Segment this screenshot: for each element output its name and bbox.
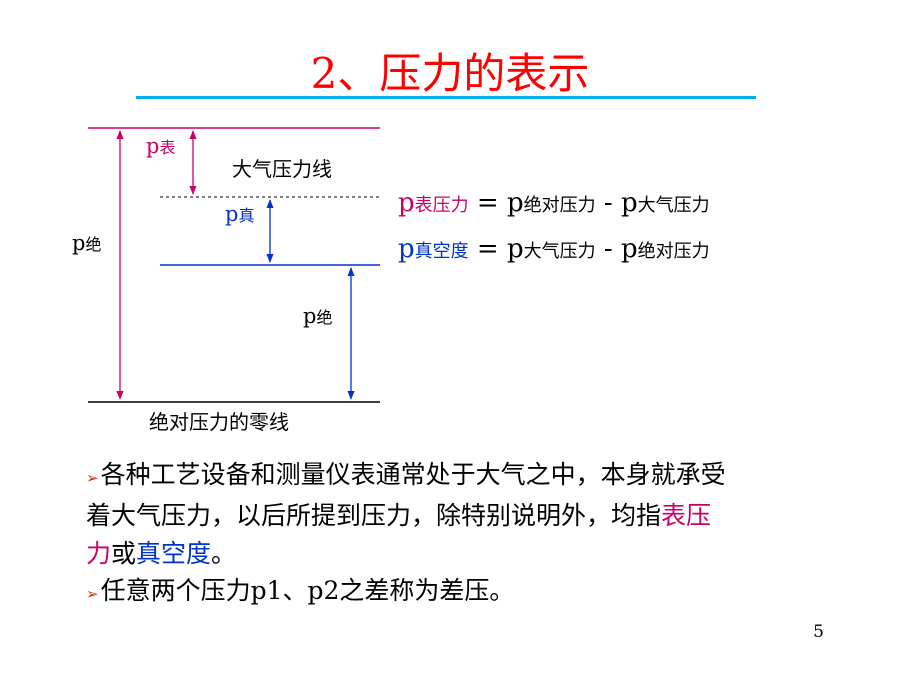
p-vacuum-label: p真 [225, 202, 255, 226]
formula-gauge-pressure: p表压力 = p绝对压力 - p大气压力 [398, 188, 710, 218]
slide-title: 2、压力的表示 [310, 49, 590, 98]
page-number: 5 [813, 622, 824, 642]
bullet-arrow-icon: ➢ [86, 585, 99, 603]
atmospheric-line-label: 大气压力线 [232, 157, 332, 181]
zero-line-label: 绝对压力的零线 [149, 410, 289, 434]
formula-vacuum: p真空度 = p大气压力 - p绝对压力 [398, 234, 710, 264]
bullet-2: ➢任意两个压力p1、p2之差称为差压。 [86, 576, 515, 605]
title-underline [136, 96, 756, 99]
p-gauge-label: p表 [146, 134, 176, 158]
p-abs-label: p绝 [303, 304, 333, 328]
bullet-1: ➢各种工艺设备和测量仪表通常处于大气之中，本身就承受 着大气压力，以后所提到压力… [86, 460, 726, 568]
pressure-diagram [88, 127, 380, 403]
bullet-arrow-icon: ➢ [86, 469, 99, 487]
p-abs-total-label: p绝 [72, 231, 102, 255]
